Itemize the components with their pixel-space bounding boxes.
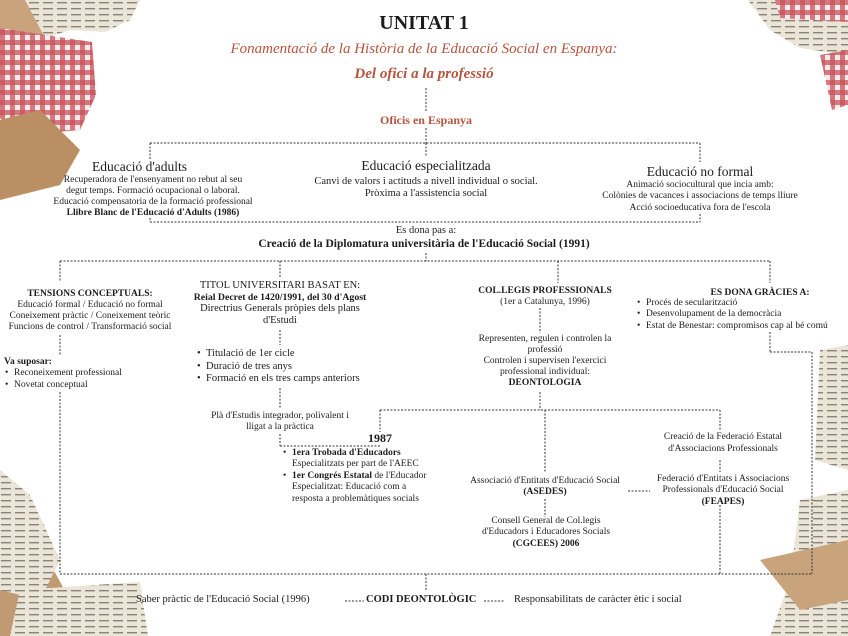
newsprint-bottom-left-2 (10, 582, 148, 636)
codi-right: Responsabilitats de caràcter ètic i soci… (514, 594, 682, 605)
adults-line: Educació compensatoria de la formació pr… (53, 196, 253, 207)
adults-description: Recuperadora de l'ensenyament no rebut a… (18, 175, 288, 219)
codi-deontologic: CODI DEONTOLÒGIC (366, 594, 477, 605)
federacio-box: Creació de la Federació Estatal d'Associ… (630, 432, 816, 456)
collegis-line: professió (527, 344, 563, 355)
gracies-title: ES DONA GRÀCIES A: (710, 288, 810, 298)
suposar-item: Reconeixement professional (4, 368, 122, 380)
especialitzada-title: Educació especialitzada (361, 158, 491, 173)
federacio-line: Creació de la Federació Estatal (663, 432, 783, 442)
noformal-line: Colònies de vacances i associacions de t… (602, 191, 798, 202)
trobada-detail: Especialitzats per part de l'AEEC (292, 459, 419, 470)
titol-title: TITOL UNIVERSITARI BASAT EN: (199, 280, 361, 291)
collegis-line: professional individual: (500, 366, 590, 377)
collegis-title: COL.LEGIS PROFESSIONALS (478, 286, 612, 296)
noformal-description: Animació sociocultural que incia amb: Co… (570, 180, 830, 214)
adults-title: Educació d'adults (92, 159, 188, 174)
titol-item: Titulació de 1er cicle (196, 348, 360, 361)
trobada-item: 1era Trobada d'Educadors Especialitzats … (282, 448, 427, 471)
tensions-line: Educació formal / Educació no formal (17, 299, 163, 310)
federacio-line: d'Associacions Professionals (668, 443, 778, 454)
tensions-box: TENSIONS CONCEPTUALS: Educació formal / … (0, 289, 180, 333)
titol-item: Duració de tres anys (196, 361, 360, 374)
suposar-box: Va suposar: Reconeixement professional N… (4, 357, 122, 392)
codi-left: Saber pràctic de l'Educació Social (1996… (136, 594, 310, 605)
feapes-line: Federació d'Entitats i Associacions (656, 474, 790, 484)
especialitzada-description: Canvi de valors i actituds a nivell indi… (260, 176, 592, 200)
cgcees-line: Consell General de Col.legis (491, 516, 601, 526)
feapes-acronym: (FEAPES) (701, 496, 745, 507)
kraft-paper-bottom-right (760, 540, 848, 610)
tensions-line: Funcions de control / Transformació soci… (8, 321, 172, 332)
gingham-top-right-2 (820, 50, 848, 110)
adults-line: degut temps. Formació ocupacional o labo… (66, 185, 240, 196)
newsprint-bottom-right-2 (815, 345, 848, 470)
deontologia: DEONTOLOGIA (508, 377, 582, 388)
tensions-line: Coneixement pràctic / Coneixement teòric (9, 310, 171, 321)
reial-decret: Reial Decret de 1420/1991, del 30 d'Agos… (193, 292, 367, 304)
gracies-item: Procés de secularització (636, 298, 828, 310)
collegis-line: Controlen i supervisen l'exercici (483, 355, 607, 366)
titol-box: TITOL UNIVERSITARI BASAT EN: Reial Decre… (170, 280, 390, 327)
tensions-title: TENSIONS CONCEPTUALS: (27, 289, 153, 299)
titol-item: Formació en els tres camps anteriors (196, 373, 360, 386)
llibre-blanc: Llibre Blanc de l'Educació d'Adults (198… (66, 207, 240, 218)
cgcees-box: Consell General de Col.legis d'Educadors… (462, 516, 630, 550)
cgcees-acronym: (CGCEES) 2006 (512, 538, 580, 549)
creacio-intro: Es dona pas a: (395, 225, 457, 236)
noformal-title: Educació no formal (646, 164, 754, 179)
trobada-title: 1era Trobada d'Educadors (292, 448, 401, 458)
congres-title: 1er Congrés Estatal (292, 470, 373, 481)
noformal-line: Acció socioeducativa fora de l'escola (629, 202, 771, 213)
pla-line: Plà d'Estudis integrador, polivalent i (211, 411, 349, 421)
suposar-item: Novetat conceptual (4, 380, 122, 392)
congres-item: 1er Congrés Estatal de l'Educador Especi… (282, 471, 427, 505)
titol-line: Directrius Generals pròpies dels plans (200, 303, 360, 315)
cgcees-line: d'Educadors i Educadores Socials (481, 527, 611, 538)
collegis-description: Representen, regulen i controlen la prof… (460, 334, 630, 389)
events-1987: 1era Trobada d'Educadors Especialitzats … (282, 448, 427, 505)
suposar-title: Va suposar: (4, 357, 52, 367)
congres-detail: resposta a problemàtiques socials (292, 493, 419, 504)
asedes-line: Associació d'Entitats d'Educació Social (470, 476, 620, 486)
titol-items: Titulació de 1er cicle Duració de tres a… (196, 348, 360, 386)
gracies-items: Procés de secularització Desenvolupament… (636, 298, 828, 333)
titol-line: d'Estudi (263, 315, 297, 327)
adults-line: Recuperadora de l'ensenyament no rebut a… (63, 175, 243, 185)
gingham-top-left (0, 28, 96, 135)
unit-title: UNITAT 1 (379, 12, 469, 34)
unit-subtitle: Fonamentació de la Història de la Educac… (230, 41, 618, 57)
asedes-box: Associació d'Entitats d'Educació Social … (454, 476, 636, 499)
creacio-title: Creació de la Diplomatura universitària … (258, 238, 590, 250)
pla-estudis: Plà d'Estudis integrador, polivalent i l… (170, 411, 390, 433)
noformal-line: Animació sociocultural que incia amb: (626, 180, 774, 190)
congres-detail: Especialitzat: Educació com a (292, 482, 407, 493)
oficis-title: Oficis en Espanya (379, 113, 472, 127)
asedes-acronym: (ASEDES) (523, 487, 567, 498)
gingham-top-right (775, 0, 848, 22)
feapes-line: Professionals d'Educació Social (662, 485, 784, 496)
unit-tagline: Del ofici a la professió (354, 66, 494, 82)
collegis-header: COL.LEGIS PROFESSIONALS (1er a Catalunya… (460, 286, 630, 309)
congres-detail: de l'Educador (372, 470, 427, 481)
kraft-paper-left (0, 110, 80, 200)
newsprint-bottom-left (0, 470, 60, 600)
newsprint-top-left (25, 0, 140, 38)
pla-line: lligat a la pràctica (246, 421, 314, 432)
collegis-sub: (1er a Catalunya, 1996) (500, 297, 590, 308)
gracies-item: Estat de Benestar: compromisos cap al bé… (636, 321, 828, 333)
feapes-box: Federació d'Entitats i Associacions Prof… (640, 474, 806, 508)
gracies-item: Desenvolupament de la democràcia (636, 309, 828, 321)
especialitzada-line: Pròxima a l'assistencia social (364, 188, 488, 200)
year-1987: 1987 (368, 431, 392, 445)
especialitzada-line: Canvi de valors i actituds a nivell indi… (314, 176, 538, 187)
collegis-line: Representen, regulen i controlen la (478, 334, 612, 344)
